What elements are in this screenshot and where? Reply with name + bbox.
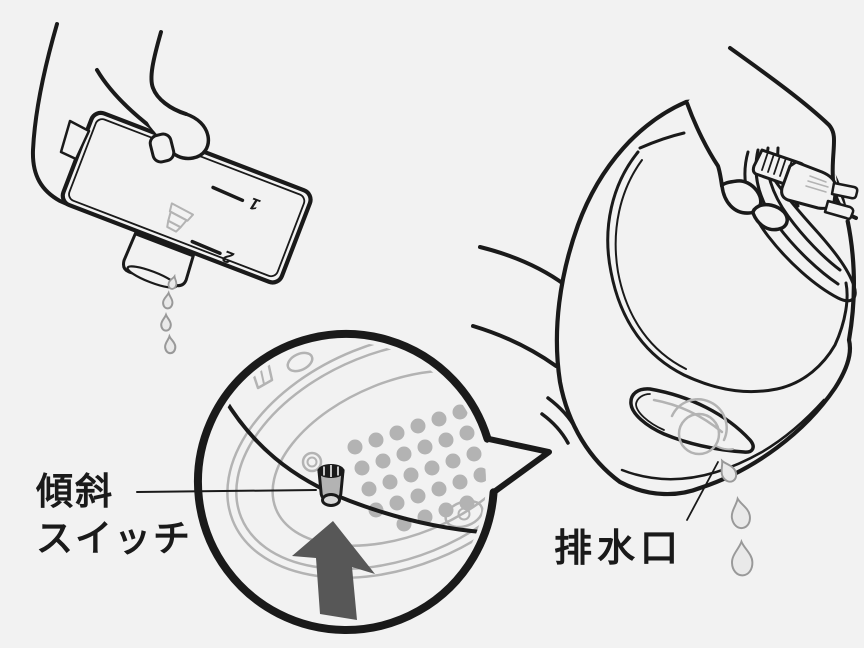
- water-drop-icon: [730, 540, 754, 577]
- water-drop-icon: [161, 291, 175, 310]
- water-drop-icon: [727, 496, 753, 531]
- tilt-switch-label-line2: スイッチ: [36, 518, 192, 559]
- base-edge-highlight: [222, 396, 486, 535]
- tilt-switch-label-line1: 傾斜: [36, 471, 114, 512]
- water-drop-icon: [166, 274, 180, 291]
- power-plug: [751, 148, 859, 221]
- drain-water-drops: [715, 456, 754, 577]
- up-arrow-icon: [292, 521, 375, 620]
- callout-tail-fill: [487, 438, 549, 493]
- tilt-switch-leader-line: [136, 489, 317, 493]
- index-finger-outline: [149, 30, 188, 116]
- tank-inner-edge: [68, 118, 306, 278]
- fingertip-outline: [165, 112, 211, 161]
- faucet-icon: [166, 202, 195, 233]
- unit-bottom-band: [620, 398, 826, 481]
- plug-prong: [823, 199, 855, 221]
- level-mark-1-line: [211, 185, 245, 203]
- callout-tail-outline: [484, 435, 552, 496]
- level-mark-2-line: [190, 239, 222, 256]
- unit-top-rim: [638, 131, 686, 150]
- screw-hole: [301, 451, 323, 473]
- curled-fingertip: [540, 412, 570, 445]
- base-inner-rim: [235, 342, 486, 571]
- callout-ring: [193, 329, 498, 634]
- curled-fingertip: [546, 396, 578, 431]
- drain-port-leader-line: [686, 461, 719, 521]
- base-foot: [286, 351, 314, 373]
- unit-top-face-rim: [606, 150, 849, 394]
- right-wrist-line: [685, 101, 724, 188]
- tank-corner-grip: [59, 119, 91, 161]
- gripping-fingertips: [720, 179, 789, 232]
- left-hand-fingers: [59, 30, 211, 164]
- thumbnail: [148, 132, 176, 164]
- magnifier-callout: [136, 329, 552, 634]
- left-hand-web-line: [95, 68, 154, 130]
- drain-port: [629, 387, 755, 456]
- tilt-switch-label: 傾斜 スイッチ: [36, 468, 192, 562]
- base-outer-rim: [226, 342, 486, 580]
- water-drop-icon: [160, 313, 172, 332]
- water-drop-icon: [163, 334, 177, 355]
- tilt-switch: [317, 464, 345, 507]
- plug-prong: [830, 181, 859, 200]
- drain-port-label: 排水口: [554, 528, 684, 570]
- unit-rim-inner-line: [614, 159, 687, 370]
- base-panel: [271, 369, 486, 547]
- left-reaching-wrist: [471, 245, 567, 368]
